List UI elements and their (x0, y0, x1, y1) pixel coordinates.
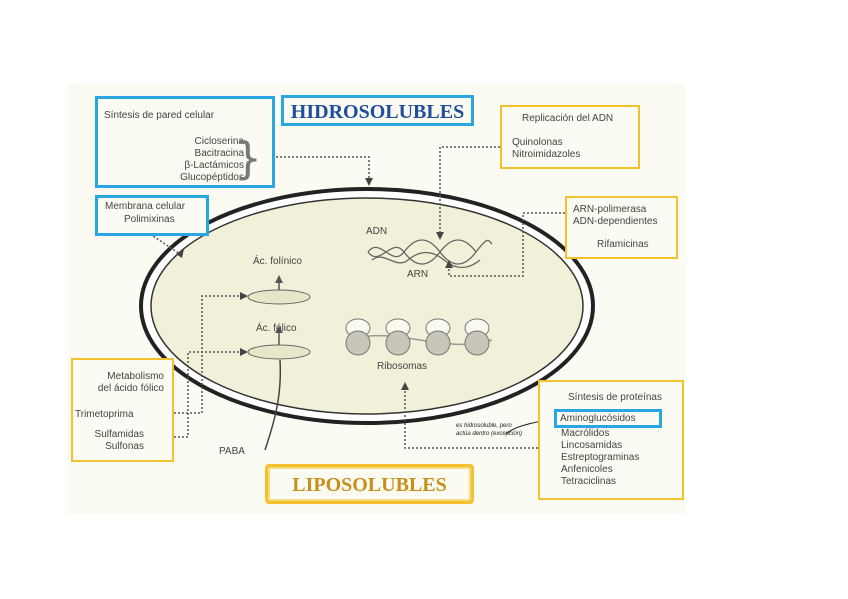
connector-arnpol (448, 212, 565, 277)
metabolismo-title: Metabolismo (107, 371, 164, 382)
pared-celular-box: Síntesis de pared celular Cicloserina Ba… (95, 96, 275, 188)
folinico-label: Ác. folínico (253, 256, 302, 267)
paba-label: PABA (219, 446, 245, 457)
adn-label: ADN (366, 226, 388, 237)
connector-metabolismo (174, 295, 240, 438)
membrana-drug: Polimixinas (124, 214, 175, 225)
membrana-box: Membrana celular Polimixinas (95, 195, 209, 236)
connector-replicacion (439, 146, 500, 232)
liposolubles-title-box: LIPOSOLUBLES (265, 464, 474, 504)
folico-label: Ác. fólico (256, 323, 297, 334)
aminoglucosidos-box: Aminoglucósidos (554, 409, 662, 428)
metabolismo-item: Sulfonas (105, 441, 144, 452)
note-line: actúa dentro (excepción) (456, 431, 523, 437)
proteinas-box: Síntesis de proteínas Macrólidos Lincosa… (538, 380, 684, 500)
arn-polimerasa-box: ARN-polimerasa ADN-dependientes Rifamici… (565, 196, 678, 259)
note-line: es hidrosoluble, pero (456, 423, 512, 429)
hidrosolubles-title: HIDROSOLUBLES (290, 101, 465, 123)
liposolubles-title: LIPOSOLUBLES (292, 474, 447, 496)
arnpol-line: ARN-polimerasa (573, 204, 647, 215)
cell-cytoplasm (150, 197, 584, 415)
proteinas-item: Tetraciclinas (561, 476, 617, 487)
proteinas-item: Macrólidos (561, 428, 610, 439)
metabolismo-item: Trimetoprima (75, 409, 134, 420)
connector-pared (276, 156, 370, 178)
proteinas-item: Lincosamidas (561, 440, 623, 451)
replicacion-item: Quinolonas (512, 137, 563, 148)
folic-acid-enzyme (247, 344, 311, 360)
ribosomas-label: Ribosomas (377, 361, 428, 372)
proteinas-title: Síntesis de proteínas (568, 392, 662, 403)
arnpol-line: ADN-dependientes (573, 216, 658, 227)
pared-item: Cicloserina (194, 136, 244, 147)
pared-brace: } (234, 133, 262, 184)
paba-curve (264, 359, 282, 451)
pared-item: β-Lactámicos (184, 160, 244, 171)
arnpol-drug: Rifamicinas (597, 239, 649, 250)
proteinas-item: Estreptograminas (561, 452, 640, 463)
replicacion-title: Replicación del ADN (522, 113, 614, 124)
pared-item: Glucopéptidos (180, 172, 244, 183)
ribosomes (345, 318, 493, 356)
proteinas-item-aminoglucosidos: Aminoglucósidos (560, 413, 636, 424)
pared-celular-title: Síntesis de pared celular (104, 110, 215, 121)
hidrosolubles-title-box: HIDROSOLUBLES (281, 95, 474, 126)
metabolismo-item: Sulfamidas (94, 429, 144, 440)
metabolismo-title: del ácido fólico (97, 383, 164, 394)
metabolismo-box: Metabolismo del ácido fólico Trimetoprim… (71, 358, 174, 462)
membrana-title: Membrana celular (105, 201, 186, 212)
dna-helix (367, 239, 493, 269)
folinic-acid-enzyme (247, 289, 311, 305)
pared-item: Bacitracina (194, 148, 244, 159)
replicacion-box: Replicación del ADN Quinolonas Nitroimid… (500, 105, 640, 169)
proteinas-item: Anfenicoles (561, 464, 613, 475)
arn-label: ARN (407, 269, 429, 280)
replicacion-item: Nitroimidazoles (512, 149, 581, 160)
connector-proteinas (404, 390, 538, 449)
